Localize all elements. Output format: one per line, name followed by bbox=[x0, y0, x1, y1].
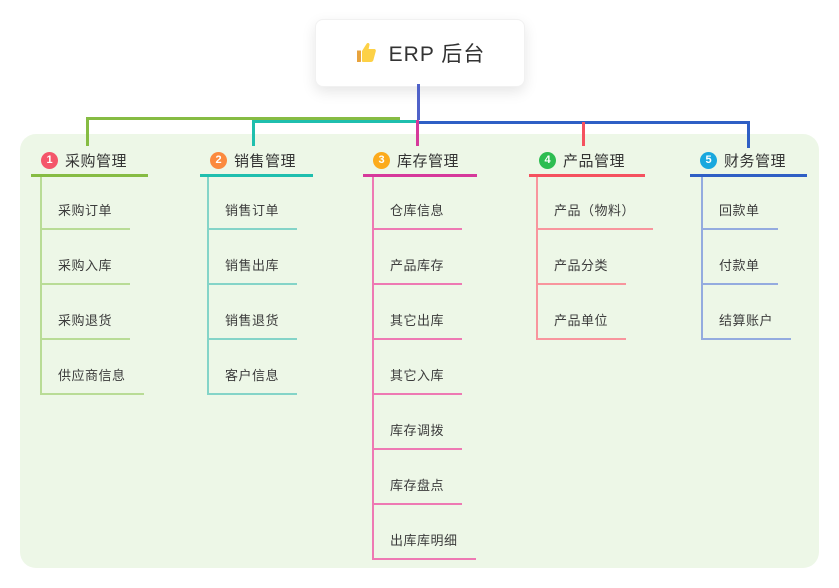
child-list-branch5: 回款单付款单结算账户 bbox=[701, 175, 792, 340]
child-node-label: 结算账户 bbox=[701, 310, 792, 340]
child-node-label: 销售出库 bbox=[207, 255, 298, 285]
connector-drop-branch2 bbox=[252, 120, 255, 146]
child-node-label: 回款单 bbox=[701, 200, 778, 230]
child-node-label: 采购订单 bbox=[40, 200, 131, 230]
branch-node-1[interactable]: 1 采购管理 bbox=[31, 146, 148, 177]
connector-h-branch1 bbox=[86, 117, 400, 120]
child-node-label: 供应商信息 bbox=[40, 365, 144, 395]
child-node-label: 销售订单 bbox=[207, 200, 298, 230]
branch-label: 采购管理 bbox=[65, 152, 128, 170]
connector-drop-branch4 bbox=[582, 122, 585, 146]
child-list-branch2: 销售订单销售出库销售退货客户信息 bbox=[207, 175, 298, 395]
child-node[interactable]: 产品库存 bbox=[372, 230, 463, 285]
child-node[interactable]: 客户信息 bbox=[207, 340, 298, 395]
connector-drop-branch1 bbox=[86, 117, 89, 146]
branch-label: 产品管理 bbox=[563, 152, 626, 170]
child-node[interactable]: 其它入库 bbox=[372, 340, 463, 395]
child-node[interactable]: 付款单 bbox=[701, 230, 778, 285]
child-node[interactable]: 产品分类 bbox=[536, 230, 627, 285]
child-node[interactable]: 供应商信息 bbox=[40, 340, 144, 395]
child-node-label: 其它出库 bbox=[372, 310, 463, 340]
connector-drop-branch5 bbox=[747, 122, 750, 148]
child-trunk-line-branch5 bbox=[701, 177, 703, 340]
child-node[interactable]: 采购入库 bbox=[40, 230, 131, 285]
thumbs-up-icon bbox=[356, 43, 376, 62]
child-node-label: 采购退货 bbox=[40, 310, 131, 340]
child-node[interactable]: 销售退货 bbox=[207, 285, 298, 340]
connector-drop-branch3 bbox=[416, 120, 419, 146]
branch-node-2[interactable]: 2 销售管理 bbox=[200, 146, 313, 177]
branches-panel bbox=[20, 134, 819, 568]
child-node-label: 销售退货 bbox=[207, 310, 298, 340]
child-node-label: 产品库存 bbox=[372, 255, 463, 285]
child-node[interactable]: 库存调拨 bbox=[372, 395, 463, 450]
child-list-branch3: 仓库信息产品库存其它出库其它入库库存调拨库存盘点出库库明细 bbox=[372, 175, 476, 560]
child-node[interactable]: 回款单 bbox=[701, 175, 778, 230]
child-node[interactable]: 其它出库 bbox=[372, 285, 463, 340]
child-node-label: 库存盘点 bbox=[372, 475, 463, 505]
branch-node-5[interactable]: 5 财务管理 bbox=[690, 146, 807, 177]
child-trunk-line-branch4 bbox=[536, 177, 538, 340]
child-node[interactable]: 销售出库 bbox=[207, 230, 298, 285]
child-trunk-line-branch3 bbox=[372, 177, 374, 560]
branch-label: 财务管理 bbox=[724, 152, 787, 170]
child-node-label: 出库库明细 bbox=[372, 530, 476, 560]
branch-badge: 1 bbox=[41, 151, 58, 169]
branch-badge: 3 bbox=[373, 151, 390, 169]
root-node[interactable]: ERP 后台 bbox=[315, 19, 525, 87]
connector-h-branch2 bbox=[252, 120, 419, 123]
child-node[interactable]: 仓库信息 bbox=[372, 175, 463, 230]
child-node-label: 产品单位 bbox=[536, 310, 627, 340]
root-connector-stub bbox=[417, 84, 420, 120]
child-node[interactable]: 出库库明细 bbox=[372, 505, 476, 560]
child-trunk-line-branch1 bbox=[40, 177, 42, 395]
branch-label: 销售管理 bbox=[234, 152, 297, 170]
branch-label: 库存管理 bbox=[397, 152, 460, 170]
root-title: ERP 后台 bbox=[388, 43, 486, 66]
child-trunk-line-branch2 bbox=[207, 177, 209, 395]
branch-badge: 4 bbox=[539, 151, 556, 169]
child-node-label: 其它入库 bbox=[372, 365, 463, 395]
child-node[interactable]: 结算账户 bbox=[701, 285, 792, 340]
child-node[interactable]: 库存盘点 bbox=[372, 450, 463, 505]
branch-badge: 5 bbox=[700, 151, 717, 169]
child-node[interactable]: 销售订单 bbox=[207, 175, 298, 230]
child-node-label: 产品分类 bbox=[536, 255, 627, 285]
child-node[interactable]: 采购退货 bbox=[40, 285, 131, 340]
child-node[interactable]: 产品单位 bbox=[536, 285, 627, 340]
child-node-label: 客户信息 bbox=[207, 365, 298, 395]
child-list-branch4: 产品（物料） 产品分类产品单位 bbox=[536, 175, 654, 340]
child-node[interactable]: 采购订单 bbox=[40, 175, 131, 230]
child-node[interactable]: 产品（物料） bbox=[536, 175, 654, 230]
child-node-label: 产品（物料） bbox=[536, 200, 654, 230]
branch-node-4[interactable]: 4 产品管理 bbox=[529, 146, 645, 177]
child-node-label: 库存调拨 bbox=[372, 420, 463, 450]
child-node-label: 付款单 bbox=[701, 255, 778, 285]
branch-badge: 2 bbox=[210, 151, 227, 169]
child-list-branch1: 采购订单采购入库采购退货供应商信息 bbox=[40, 175, 144, 395]
child-node-label: 采购入库 bbox=[40, 255, 131, 285]
child-node-label: 仓库信息 bbox=[372, 200, 463, 230]
branch-node-3[interactable]: 3 库存管理 bbox=[363, 146, 477, 177]
